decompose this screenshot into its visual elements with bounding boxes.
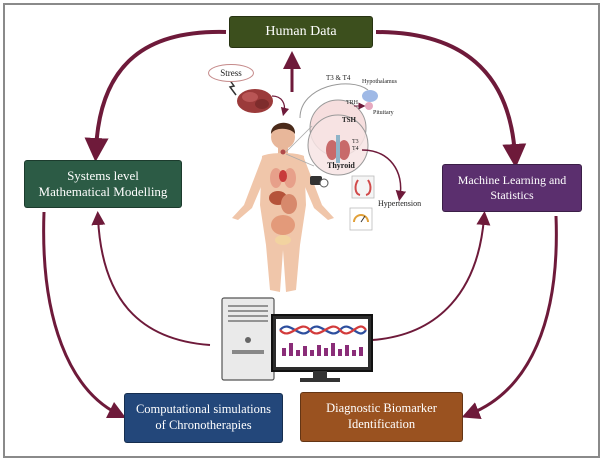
systems-modelling-line2: Mathematical Modelling [38, 184, 168, 199]
dna-helix-icon [279, 325, 367, 335]
computational-simulations-line2: of Chronotherapies [155, 418, 252, 432]
thyroid-label: Thyroid [327, 161, 355, 170]
pituitary-label: Pituitary [373, 110, 394, 116]
stress-label: Stress [208, 64, 254, 82]
diagnostic-biomarker-line2: Identification [347, 417, 416, 431]
machine-learning-line2: Statistics [490, 188, 534, 202]
machine-learning-box: Machine Learning and Statistics [442, 164, 582, 212]
arrow-computer-to-ml [371, 211, 491, 341]
hypothalamus-label: Hypothalamus [362, 79, 397, 85]
hormone-cycle-diagram [285, 83, 407, 231]
hypertension-label: Hypertension [378, 199, 422, 208]
systems-modelling-box: Systems level Mathematical Modelling [24, 160, 182, 208]
figure-frame [3, 3, 600, 458]
machine-learning-line1: Machine Learning and [457, 173, 567, 187]
tsh-label: TSH [342, 116, 357, 124]
arrow-computer-to-systems [91, 211, 211, 346]
computational-simulations-line1: Computational simulations [135, 402, 272, 417]
t3t4-label: T3 & T4 [326, 74, 351, 82]
arrow-human-to-ml [375, 30, 527, 168]
systems-modelling-line1: Systems level [67, 167, 139, 183]
t4-label: T4 [352, 146, 359, 152]
diagnostic-biomarker-box: Diagnostic Biomarker Identification [300, 392, 463, 442]
human-data-box: Human Data [229, 16, 373, 48]
brain-icon [237, 89, 273, 113]
diagnostic-biomarker-line1: Diagnostic Biomarker [326, 401, 437, 416]
arrow-human-to-systems [84, 29, 227, 162]
t3-label: T3 [352, 139, 359, 145]
human-data-label: Human Data [265, 24, 337, 40]
bar-chart-icon [282, 343, 363, 356]
computer-icon [221, 297, 373, 382]
computational-simulations-box: Computational simulations of Chronothera… [124, 393, 283, 443]
arrow-systems-to-comp [42, 211, 127, 419]
woman-figure [232, 122, 334, 292]
trh-label: TRH [346, 100, 358, 106]
lightning-icon [228, 78, 237, 96]
arrow-ml-to-diag [461, 215, 558, 420]
